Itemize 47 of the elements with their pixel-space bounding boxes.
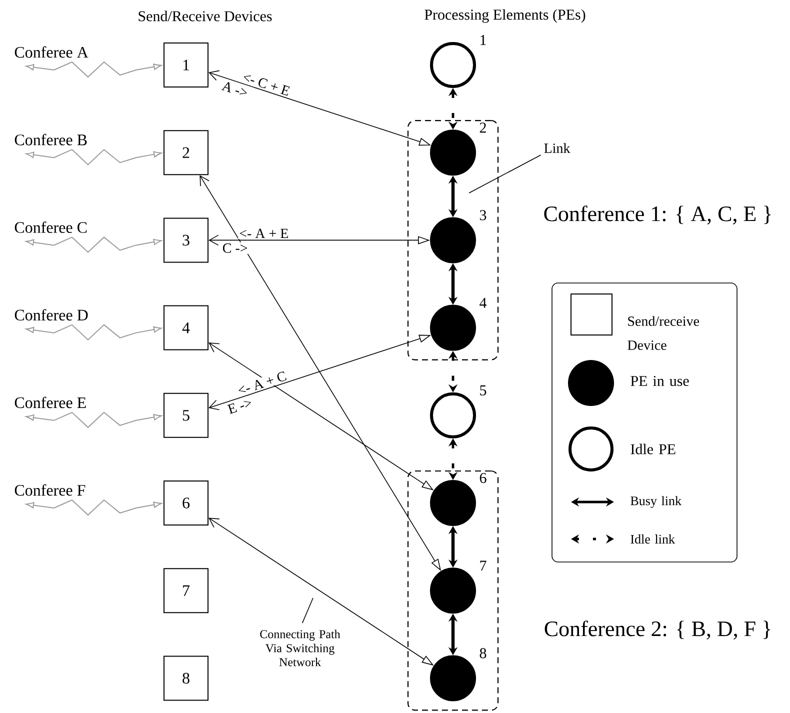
callout-text: Link	[544, 143, 570, 153]
zigzag-arrow	[26, 148, 162, 166]
device-box: 1	[164, 42, 208, 88]
direction-text: E ->	[226, 396, 254, 416]
node-label: 5	[480, 385, 486, 396]
node-label: 1	[480, 35, 486, 45]
conference-label: Conference 2: { B, D, F }	[544, 620, 770, 640]
device-box: 8	[164, 656, 208, 701]
node-label: 8	[480, 648, 486, 658]
conferee-name: Conferee A	[14, 46, 88, 58]
device-box: 6	[164, 480, 208, 526]
heading: Processing Elements (PEs)	[424, 9, 586, 23]
conferee-name: Conferee C	[14, 222, 87, 233]
zigzag-arrow	[26, 412, 162, 428]
zigzag-arrow	[26, 236, 162, 253]
legend-text: Idle PE	[630, 444, 676, 454]
callout-text: Connecting Path Via Switching Network	[260, 630, 340, 666]
device-box: 2	[164, 130, 208, 176]
legend-text: Send/receive Device	[628, 316, 700, 350]
node-label: 4	[480, 298, 487, 308]
heading: Send/Receive Devices	[138, 10, 272, 22]
direction-text: C ->	[221, 242, 249, 254]
device-box: 7	[164, 568, 208, 614]
legend-text: Busy link	[630, 496, 682, 508]
zigzag-arrow	[26, 61, 162, 78]
legend-text: PE in use	[630, 376, 689, 386]
conferee-name: Conferee D	[14, 309, 88, 321]
edge-label: <- A + C	[235, 370, 289, 397]
group-box	[407, 470, 499, 711]
zigzag-arrow	[26, 499, 162, 516]
leader-line	[302, 598, 314, 624]
conferee-name: Conferee B	[14, 134, 87, 146]
device-box: 4	[164, 305, 208, 350]
edge-label: <- A + E	[238, 228, 290, 239]
legend-text: Idle link	[630, 534, 675, 544]
node-label: 6	[480, 472, 486, 484]
conferee-name: Conferee E	[14, 396, 86, 408]
leader-line	[468, 154, 542, 194]
node-label: 2	[480, 122, 486, 133]
zigzag-arrow	[26, 324, 162, 340]
node-label: 3	[480, 210, 486, 220]
conferee-name: Conferee F	[14, 484, 86, 496]
conference-label: Conference 1: { A, C, E }	[544, 206, 771, 224]
group-box	[407, 120, 499, 360]
device-box: 5	[164, 392, 208, 438]
device-box: 3	[164, 218, 208, 263]
node-label: 7	[480, 560, 486, 571]
